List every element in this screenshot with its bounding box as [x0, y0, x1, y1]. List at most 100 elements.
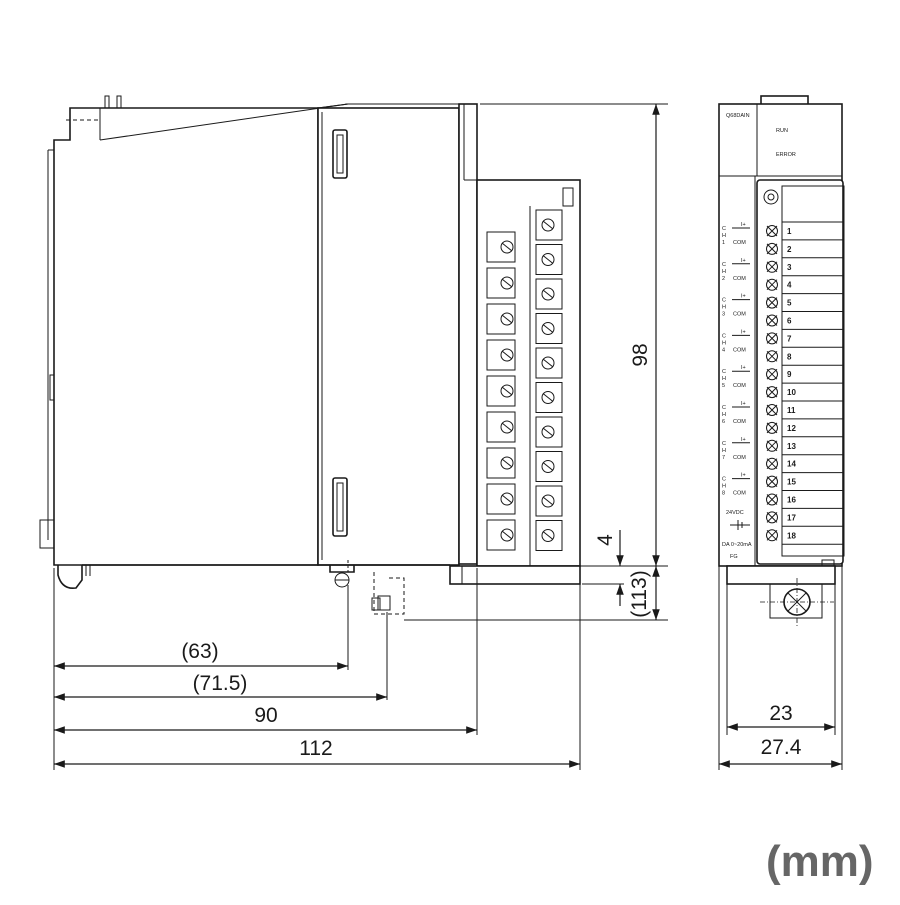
channel-com-label: COM: [733, 419, 746, 425]
dim-4-label: 4: [594, 534, 617, 546]
svg-text:6: 6: [722, 419, 725, 425]
svg-text:C: C: [722, 262, 726, 268]
front-view: Q68DAIN RUN ERROR CH1I+COMCH2I+COMCH3I+C…: [718, 95, 845, 626]
svg-text:C: C: [722, 477, 726, 483]
dim-112-label: 112: [299, 737, 332, 760]
channel-pos-label: I+: [741, 294, 746, 300]
fg-label: FG: [730, 554, 738, 560]
side-terminal-left: [486, 447, 516, 479]
terminal-screw: [766, 529, 778, 542]
side-terminal-right: [535, 347, 563, 379]
terminal-number: 17: [787, 513, 796, 522]
mounting-screw: [329, 565, 355, 573]
screw-outline-hidden: [373, 572, 405, 615]
svg-text:C: C: [722, 333, 726, 339]
dim-63-label: (63): [181, 640, 218, 663]
terminal-screw: [766, 386, 778, 399]
side-terminal-left: [486, 267, 516, 299]
terminal-number: 4: [787, 281, 792, 290]
unit-label: (mm): [766, 837, 874, 886]
channel-pos-label: I+: [741, 365, 746, 371]
side-terminal-right: [535, 313, 563, 344]
side-terminal-right: [535, 416, 563, 448]
terminal-number: 11: [787, 406, 796, 415]
error-led-label: ERROR: [776, 152, 796, 158]
terminal-number: 6: [787, 317, 792, 326]
svg-text:C: C: [722, 369, 726, 375]
svg-text:C: C: [722, 226, 726, 232]
terminal-screw: [766, 368, 778, 381]
svg-text:H: H: [722, 448, 726, 454]
model-label: Q68DAIN: [726, 113, 750, 119]
terminal-number: 13: [787, 442, 796, 451]
svg-text:5: 5: [722, 383, 725, 389]
side-terminal-right: [535, 382, 563, 413]
top-pin: [104, 95, 110, 109]
screw-housing: [769, 583, 823, 619]
bottom-hook: [57, 565, 83, 590]
terminal-number: 5: [787, 299, 792, 308]
terminal-number: 1: [787, 227, 792, 236]
channel-pos-label: I+: [741, 222, 746, 228]
output-label: DA 0~20mA: [722, 542, 752, 548]
terminal-number: 10: [787, 388, 796, 397]
power-label: 24VDC: [726, 510, 744, 516]
svg-text:H: H: [722, 340, 726, 346]
channel-pos-label: I+: [741, 401, 746, 407]
channel-pos-label: I+: [741, 258, 746, 264]
channel-pos-label: I+: [741, 473, 746, 479]
top-pin: [116, 95, 122, 109]
terminal-number: 7: [787, 334, 792, 343]
channel-pos-label: I+: [741, 437, 746, 443]
terminal-screw: [766, 421, 778, 434]
svg-text:H: H: [722, 233, 726, 239]
svg-text:1: 1: [722, 240, 725, 246]
svg-text:H: H: [722, 484, 726, 490]
terminal-number: 3: [787, 263, 792, 272]
terminal-number: 12: [787, 424, 796, 433]
channel-com-label: COM: [733, 347, 746, 353]
terminal-screw: [766, 314, 778, 327]
side-terminal-right: [535, 278, 563, 310]
side-terminal-right: [535, 209, 563, 241]
side-terminal-right: [535, 485, 563, 517]
svg-text:C: C: [722, 298, 726, 304]
terminal-screw: [766, 493, 778, 506]
side-terminal-left: [486, 375, 516, 407]
svg-text:H: H: [722, 269, 726, 275]
svg-text:H: H: [722, 376, 726, 382]
dim-113-label: (113): [628, 570, 651, 617]
side-terminal-right: [535, 520, 563, 551]
terminal-screw: [766, 242, 778, 255]
dim-98-label: 98: [629, 343, 652, 366]
side-terminal-left: [486, 339, 516, 371]
side-view: [39, 95, 581, 615]
side-terminal-left: [486, 411, 516, 443]
dim-23-label: 23: [769, 702, 792, 725]
front-body: [317, 107, 460, 566]
svg-text:4: 4: [722, 347, 725, 353]
side-terminal-right: [535, 451, 563, 482]
side-terminal-left: [486, 483, 516, 515]
terminal-screw: [766, 278, 778, 291]
svg-text:3: 3: [722, 312, 725, 318]
side-terminal-group: [486, 209, 563, 551]
terminal-screw: [766, 350, 778, 363]
front-base: [726, 565, 836, 585]
dim-71-5-label: (71.5): [193, 672, 248, 695]
terminal-screw: [766, 511, 778, 524]
channel-label-strip: CH1I+COMCH2I+COMCH3I+COMCH4I+COMCH5I+COM…: [722, 222, 752, 560]
terminal-screw: [766, 332, 778, 345]
channel-com-label: COM: [733, 455, 746, 461]
terminal-number: 16: [787, 496, 796, 505]
